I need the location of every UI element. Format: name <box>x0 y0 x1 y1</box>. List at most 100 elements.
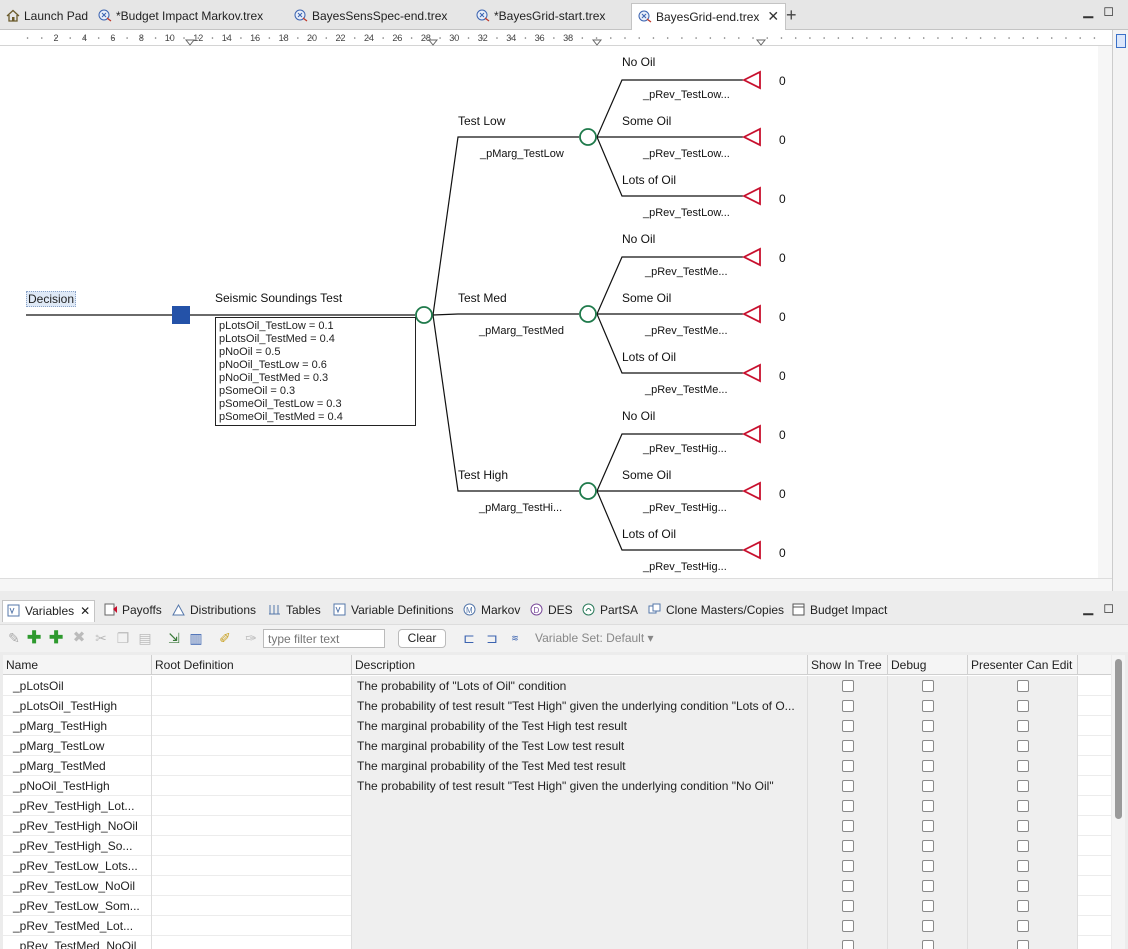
new-tab-plus-icon[interactable]: + <box>786 5 797 25</box>
tab-launch-pad[interactable]: Launch Pad <box>6 4 88 29</box>
scrollbar-thumb[interactable] <box>1115 659 1122 819</box>
outcome-label[interactable]: No Oil <box>622 55 656 69</box>
presenter-can-edit-checkbox[interactable] <box>1017 680 1029 692</box>
branch-label-test-low[interactable]: Test Low <box>458 114 506 128</box>
show-in-tree-checkbox[interactable] <box>842 820 854 832</box>
root-definition-cell[interactable] <box>152 776 352 796</box>
root-definition-cell[interactable] <box>152 696 352 716</box>
debug-checkbox[interactable] <box>922 940 934 949</box>
branch-prob-test-med[interactable]: _pMarg_TestMed <box>479 325 564 337</box>
tab-payoffs[interactable]: Payoffs <box>104 603 162 617</box>
outcome-label[interactable]: No Oil <box>622 409 656 423</box>
tab-budget-impact-markov[interactable]: *Budget Impact Markov.trex <box>98 4 263 29</box>
column-header-root-definition[interactable]: Root Definition <box>152 655 352 675</box>
outcome-prob[interactable]: _pRev_TestHig... <box>643 561 727 573</box>
debug-checkbox[interactable] <box>922 800 934 812</box>
root-definition-cell[interactable] <box>152 796 352 816</box>
variable-name-cell[interactable]: _pRev_TestLow_Som... <box>3 896 152 916</box>
variable-name-cell[interactable]: _pLotsOil_TestHigh <box>3 696 152 716</box>
close-icon[interactable]: ✕ <box>80 604 91 618</box>
description-cell[interactable]: The marginal probability of the Test Low… <box>352 736 808 756</box>
root-definition-cell[interactable] <box>152 916 352 936</box>
tab-partsa[interactable]: PartSA <box>582 603 638 617</box>
description-cell[interactable]: The marginal probability of the Test Hig… <box>352 716 808 736</box>
debug-checkbox[interactable] <box>922 680 934 692</box>
variable-name-cell[interactable]: _pLotsOil <box>3 676 152 696</box>
show-in-tree-checkbox[interactable] <box>842 780 854 792</box>
outcome-label[interactable]: Some Oil <box>622 291 672 305</box>
show-in-tree-checkbox[interactable] <box>842 860 854 872</box>
debug-checkbox[interactable] <box>922 860 934 872</box>
presenter-can-edit-checkbox[interactable] <box>1017 720 1029 732</box>
terminal-node[interactable] <box>741 424 761 444</box>
tab-distributions[interactable]: Distributions <box>172 603 256 617</box>
variable-name-cell[interactable]: _pMarg_TestMed <box>3 756 152 776</box>
column-header-description[interactable]: Description <box>352 655 808 675</box>
show-in-tree-checkbox[interactable] <box>842 720 854 732</box>
debug-checkbox[interactable] <box>922 880 934 892</box>
root-definition-cell[interactable] <box>152 736 352 756</box>
ruler-marker[interactable] <box>427 39 439 46</box>
outcome-prob[interactable]: _pRev_TestHig... <box>643 443 727 455</box>
show-in-tree-checkbox[interactable] <box>842 760 854 772</box>
presenter-can-edit-checkbox[interactable] <box>1017 760 1029 772</box>
paste-icon[interactable]: ▤ <box>138 630 152 646</box>
root-decision-label[interactable]: Decision <box>26 291 77 307</box>
outcome-label[interactable]: Some Oil <box>622 114 672 128</box>
branch-prob-test-high[interactable]: _pMarg_TestHi... <box>479 502 563 514</box>
presenter-can-edit-checkbox[interactable] <box>1017 840 1029 852</box>
outcome-prob[interactable]: _pRev_TestMe... <box>645 266 728 278</box>
add-multiple-variables-icon[interactable]: ✚ <box>49 628 64 647</box>
debug-checkbox[interactable] <box>922 700 934 712</box>
root-definition-cell[interactable] <box>152 876 352 896</box>
show-in-tree-checkbox[interactable] <box>842 840 854 852</box>
root-definition-cell[interactable] <box>152 716 352 736</box>
tab-bayes-grid-end[interactable]: BayesGrid-end.trex✕ <box>631 3 787 30</box>
presenter-can-edit-checkbox[interactable] <box>1017 940 1029 949</box>
table-row[interactable]: _pRev_TestLow_Som... <box>3 896 1111 916</box>
terminal-node[interactable] <box>741 70 761 90</box>
maximize-icon[interactable]: ◻ <box>1103 600 1114 615</box>
terminal-node[interactable] <box>741 540 761 560</box>
table-vertical-scrollbar[interactable] <box>1112 655 1125 949</box>
debug-checkbox[interactable] <box>922 720 934 732</box>
branch-label-test-high[interactable]: Test High <box>458 468 509 482</box>
root-definition-cell[interactable] <box>152 816 352 836</box>
variable-set-dropdown[interactable]: Variable Set: Default ▾ <box>535 631 654 645</box>
decision-node[interactable] <box>172 306 190 324</box>
chance-node[interactable] <box>579 128 597 146</box>
outcome-label[interactable]: No Oil <box>622 232 656 246</box>
show-in-tree-checkbox[interactable] <box>842 680 854 692</box>
variable-name-cell[interactable]: _pMarg_TestLow <box>3 736 152 756</box>
tree-view-icon[interactable]: ⊏ <box>463 630 475 646</box>
delete-icon[interactable]: ✖ <box>72 629 86 646</box>
add-variable-icon[interactable]: ✚ <box>27 628 42 647</box>
presenter-can-edit-checkbox[interactable] <box>1017 900 1029 912</box>
outcome-label[interactable]: Lots of Oil <box>622 350 677 364</box>
root-definition-cell[interactable] <box>152 856 352 876</box>
variable-name-cell[interactable]: _pRev_TestHigh_NoOil <box>3 816 152 836</box>
root-definition-cell[interactable] <box>152 936 352 949</box>
debug-checkbox[interactable] <box>922 760 934 772</box>
description-cell[interactable]: The marginal probability of the Test Med… <box>352 756 808 776</box>
canvas-vertical-scrollbar[interactable] <box>1098 46 1112 578</box>
strategy-label[interactable]: Seismic Soundings Test <box>215 291 343 305</box>
debug-checkbox[interactable] <box>922 740 934 752</box>
canvas-horizontal-scrollbar[interactable] <box>0 578 1112 591</box>
show-in-tree-checkbox[interactable] <box>842 700 854 712</box>
outcome-prob[interactable]: _pRev_TestMe... <box>645 325 728 337</box>
ruler-marker[interactable] <box>591 39 603 46</box>
tab-variables[interactable]: Variables✕ <box>2 600 96 622</box>
variable-definitions-box[interactable]: pLotsOil_TestLow = 0.1 pLotsOil_TestMed … <box>215 317 416 426</box>
column-header-name[interactable]: Name <box>3 655 152 675</box>
description-cell[interactable] <box>352 896 808 916</box>
pin-icon[interactable]: ✑ <box>245 630 257 646</box>
table-row[interactable]: _pMarg_TestMed The marginal probability o… <box>3 756 1111 776</box>
show-in-tree-checkbox[interactable] <box>842 900 854 912</box>
minimize-icon[interactable]: ▁ <box>1083 600 1094 615</box>
